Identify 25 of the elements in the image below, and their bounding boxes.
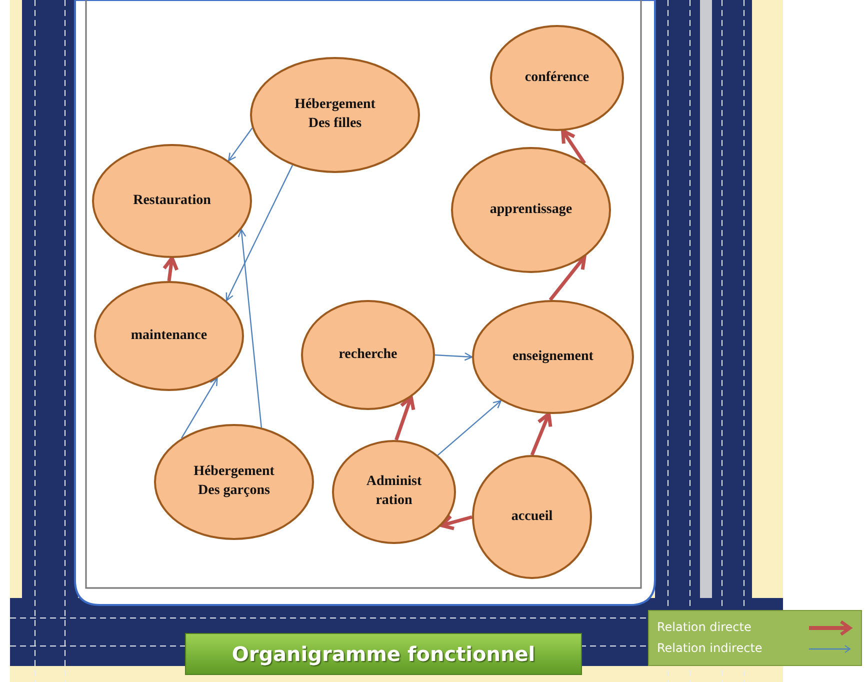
node-label: enseignement [512, 348, 594, 366]
arrow [561, 129, 586, 164]
arrow [530, 412, 552, 456]
arrow [437, 400, 502, 456]
node-label: Hébergement Des filles [294, 96, 376, 133]
node-label: accueil [511, 508, 553, 526]
legend-label: Relation directe [657, 620, 752, 634]
node-label: Administ ration [365, 473, 423, 510]
node-label: conférence [524, 68, 590, 87]
arrow [162, 256, 179, 282]
arrow [394, 395, 416, 441]
arrow [226, 164, 294, 302]
arrow [548, 255, 586, 302]
node-label: maintenance [130, 326, 208, 345]
legend-label: Relation indirecte [657, 641, 762, 655]
arrow [228, 128, 253, 162]
title-banner: Organigramme fonctionnel [185, 633, 582, 675]
node-label: Restauration [133, 192, 211, 210]
node-label: recherche [338, 346, 398, 364]
node-label: Hébergement Des garçons [192, 463, 276, 500]
arrow [180, 378, 218, 438]
arrow [434, 352, 473, 361]
arrow [440, 514, 472, 530]
arrow [238, 228, 262, 428]
node-label: apprentissage [490, 200, 572, 219]
